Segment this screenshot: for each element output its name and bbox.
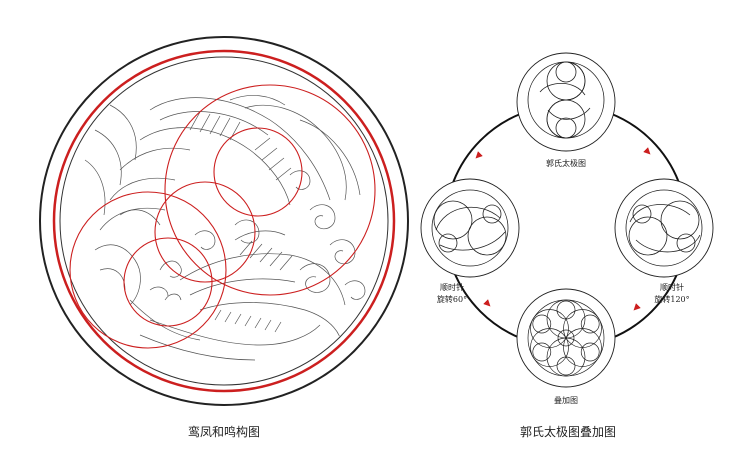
node-overlay — [516, 288, 616, 388]
arrow-top-left — [475, 151, 483, 159]
node-left-label-line1: 顺时针 — [440, 282, 464, 292]
red-construction-circles — [69, 84, 376, 349]
node-right-label-line1: 顺时针 — [660, 282, 684, 292]
phoenix-line-art — [84, 95, 366, 361]
arrow-bottom-left — [483, 299, 491, 307]
left-figure-caption: 鸾凤和鸣构图 — [188, 424, 260, 439]
red-outer-circle — [52, 49, 396, 393]
outer-frame-circle — [39, 36, 409, 406]
arrow-bottom-right — [633, 303, 641, 311]
black-inner-ring — [59, 56, 389, 386]
node-rotated-120 — [614, 178, 714, 278]
node-top-label: 郭氏太极图 — [546, 158, 586, 168]
node-left-label-line2: 旋转60° — [437, 294, 467, 304]
guo-taiji-superposition-figure: 郭氏太极图 顺时针 旋转60° — [420, 52, 714, 439]
phoenix-composition-figure: 鸾凤和鸣构图 — [39, 36, 409, 439]
node-bottom-label: 叠加图 — [554, 395, 578, 405]
node-rotated-60 — [420, 178, 520, 278]
node-taiji-original — [516, 52, 616, 152]
right-figure-caption: 郭氏太极图叠加图 — [520, 424, 616, 439]
arrow-top-right — [643, 147, 651, 155]
node-right-label-line2: 旋转120° — [654, 294, 689, 304]
